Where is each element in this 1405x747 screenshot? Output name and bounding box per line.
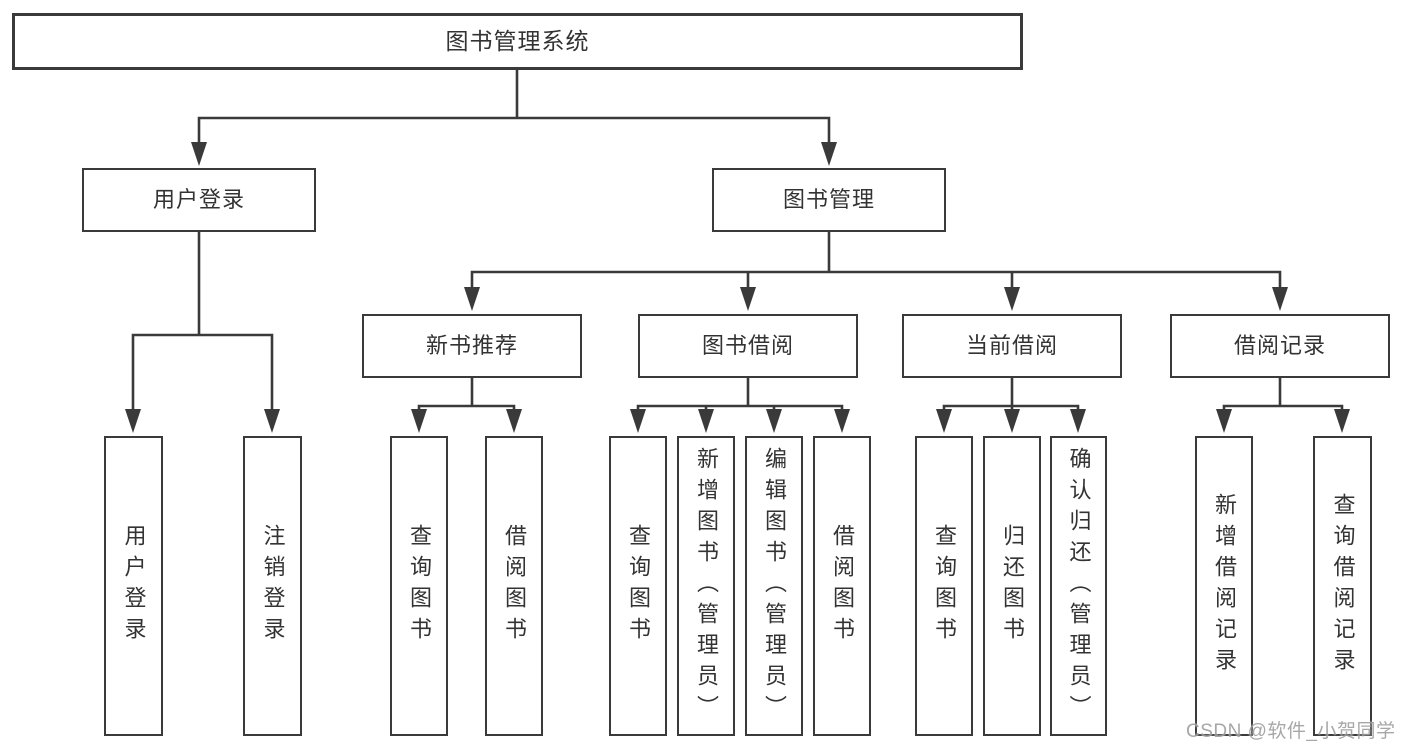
connector-root-to-level2	[191, 70, 837, 166]
node-label-leaf-query-books-3: 查询图书	[932, 524, 957, 648]
node-leaf-borrow-books-2: 借阅图书	[813, 436, 871, 736]
arrowhead-icon	[506, 409, 522, 433]
node-label-leaf-query-books-2: 查询图书	[626, 524, 651, 648]
arrowhead-icon	[264, 409, 280, 433]
arrowhead-icon	[1004, 287, 1020, 311]
arrowhead-icon	[740, 287, 756, 311]
node-label-current-borrowing: 当前借阅	[965, 333, 1058, 358]
arrowhead-icon	[411, 409, 427, 433]
node-label-leaf-add-borrow-record: 新增借阅记录	[1212, 493, 1237, 679]
arrowhead-icon	[936, 409, 952, 433]
connector-lines	[470, 232, 1282, 293]
node-leaf-query-books-2: 查询图书	[609, 436, 667, 736]
arrowhead-icon	[464, 287, 480, 311]
connector-borrowing-records-leaves	[1216, 378, 1350, 433]
node-leaf-borrow-books-1: 借阅图书	[485, 436, 543, 736]
node-leaf-edit-books-admin: 编辑图书（管理员）	[745, 436, 803, 736]
arrowhead-icon	[1216, 409, 1232, 433]
arrowhead-icon	[821, 142, 837, 166]
node-label-leaf-query-books-1: 查询图书	[407, 524, 432, 648]
node-leaf-user-login: 用户登录	[104, 436, 163, 736]
arrowhead-icon	[766, 409, 782, 433]
node-book-management: 图书管理	[712, 168, 946, 232]
arrowhead-icon	[1334, 409, 1350, 433]
node-book-borrowing: 图书借阅	[638, 314, 858, 378]
connector-lines	[131, 232, 274, 415]
node-label-user-login: 用户登录	[152, 187, 245, 212]
node-label-borrowing-records: 借阅记录	[1233, 333, 1326, 358]
node-leaf-query-borrow-record: 查询借阅记录	[1313, 436, 1372, 736]
connector-user-login-to-leaves	[125, 232, 280, 433]
node-borrowing-records: 借阅记录	[1170, 314, 1390, 378]
node-label-book-borrowing: 图书借阅	[701, 333, 794, 358]
node-leaf-confirm-return-admin: 确认归还（管理员）	[1050, 436, 1107, 736]
node-leaf-add-borrow-record: 新增借阅记录	[1195, 436, 1253, 736]
connector-current-borrowing-leaves	[936, 378, 1086, 433]
arrowhead-icon	[191, 142, 207, 166]
connector-lines	[636, 378, 844, 415]
node-new-book-recommend: 新书推荐	[362, 314, 582, 378]
watermark: CSDN @软件_小贺同学	[1186, 721, 1396, 742]
node-label-root: 图书管理系统	[445, 28, 590, 54]
node-label-leaf-borrow-books-1: 借阅图书	[502, 524, 527, 648]
node-label-leaf-borrow-books-2: 借阅图书	[830, 524, 855, 648]
arrowhead-icon	[1004, 409, 1020, 433]
node-label-leaf-query-borrow-record: 查询借阅记录	[1330, 493, 1356, 679]
node-current-borrowing: 当前借阅	[902, 314, 1122, 378]
node-leaf-logout-login: 注销登录	[243, 436, 302, 736]
arrowhead-icon	[125, 409, 141, 433]
node-label-book-management: 图书管理	[782, 187, 875, 212]
node-leaf-query-books-3: 查询图书	[915, 436, 973, 736]
connector-lines	[197, 70, 831, 148]
node-leaf-query-books-1: 查询图书	[390, 436, 448, 736]
connector-lines	[417, 378, 516, 415]
node-label-leaf-add-books-admin: 新增图书（管理员）	[694, 446, 719, 726]
connector-new-book-recommend-leaves	[411, 378, 522, 433]
node-label-leaf-edit-books-admin: 编辑图书（管理员）	[762, 446, 787, 726]
node-leaf-return-books: 归还图书	[983, 436, 1041, 736]
node-root: 图书管理系统	[12, 13, 1023, 70]
connector-book-management-to-level3	[464, 232, 1288, 311]
node-user-login: 用户登录	[82, 168, 316, 232]
node-label-leaf-user-login: 用户登录	[121, 524, 147, 648]
node-label-new-book-recommend: 新书推荐	[425, 333, 518, 358]
node-label-leaf-confirm-return-admin: 确认归还（管理员）	[1066, 446, 1092, 726]
node-label-leaf-return-books: 归还图书	[1000, 524, 1025, 648]
arrowhead-icon	[698, 409, 714, 433]
arrowhead-icon	[1070, 409, 1086, 433]
arrowhead-icon	[630, 409, 646, 433]
node-leaf-add-books-admin: 新增图书（管理员）	[677, 436, 735, 736]
arrowhead-icon	[1272, 287, 1288, 311]
connector-book-borrowing-leaves	[630, 378, 850, 433]
arrowhead-icon	[834, 409, 850, 433]
node-label-leaf-logout-login: 注销登录	[260, 524, 286, 648]
connector-lines	[1222, 378, 1344, 415]
